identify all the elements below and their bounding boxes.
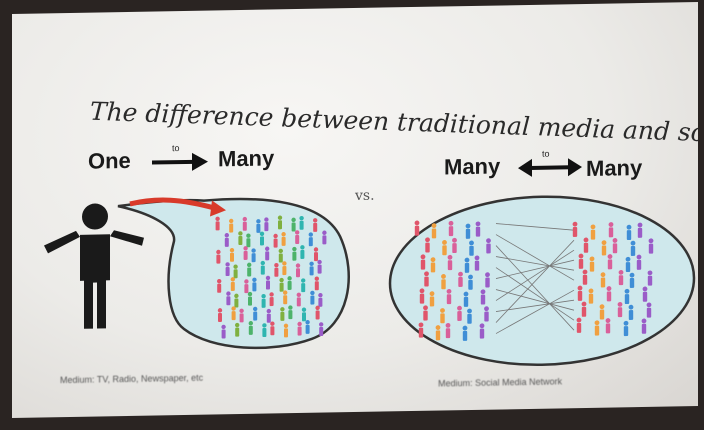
projected-slide: The difference between traditional media… bbox=[12, 2, 698, 419]
network-ellipse bbox=[388, 195, 696, 367]
label-one: One bbox=[88, 147, 131, 174]
caption-traditional: Medium: TV, Radio, Newspaper, etc bbox=[60, 372, 204, 386]
network-crowd-left bbox=[414, 220, 491, 341]
label-many-left: Many bbox=[218, 145, 275, 172]
audience-crowd bbox=[215, 215, 327, 339]
broadcaster-person-icon bbox=[44, 203, 144, 329]
audience-bubble bbox=[117, 197, 350, 350]
arrow-right-icon bbox=[152, 152, 208, 171]
slide-title: The difference between traditional media… bbox=[89, 96, 698, 153]
caption-social: Medium: Social Media Network bbox=[438, 376, 563, 389]
label-many-from: Many bbox=[444, 153, 501, 180]
label-many-to: Many bbox=[586, 154, 643, 181]
network-crowd-right bbox=[572, 221, 654, 337]
vs-label: vs. bbox=[355, 187, 375, 205]
connection-lines bbox=[495, 223, 575, 334]
double-arrow-icon bbox=[518, 158, 582, 177]
